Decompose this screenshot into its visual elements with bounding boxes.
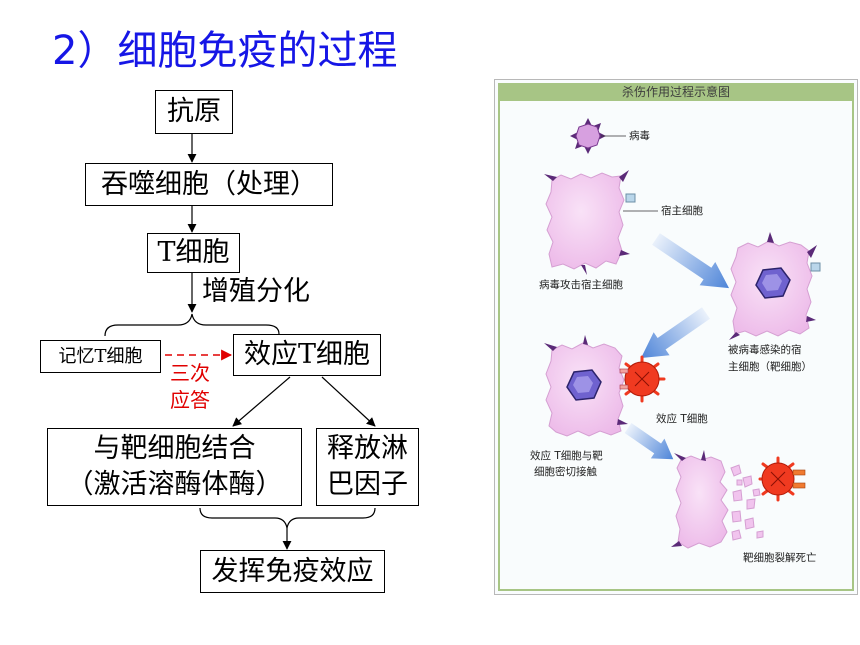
virus-icon bbox=[570, 118, 606, 154]
phagocyte-label: 吞噬细胞（处理） bbox=[101, 168, 317, 200]
target-cell-contact bbox=[544, 335, 628, 437]
release-lymphokine-box: 释放淋 巴因子 bbox=[316, 428, 419, 506]
bind-target-line-2: （激活溶酶体酶） bbox=[66, 469, 283, 500]
infected-target-cell bbox=[729, 232, 817, 340]
effector-t-cell-label: 效应T细胞 bbox=[243, 339, 370, 370]
virus-label: 病毒 bbox=[629, 130, 650, 142]
effector-t-cell-box: 效应T细胞 bbox=[233, 334, 381, 376]
arrow-effector-to-release bbox=[321, 376, 376, 427]
process-arrow-2 bbox=[641, 307, 710, 358]
secondary-response-line-1: 三次 bbox=[170, 361, 210, 385]
memory-t-cell-box: 记忆T细胞 bbox=[40, 340, 161, 373]
release-lymphokine-line-2: 巴因子 bbox=[327, 469, 408, 500]
process-arrow-3 bbox=[624, 423, 674, 460]
effector-t-cell-released bbox=[758, 456, 806, 502]
t-cell-label: T细胞 bbox=[157, 237, 230, 268]
contact-label-line-1: 效应 T细胞与靶 bbox=[530, 450, 603, 462]
t-cell-box: T细胞 bbox=[147, 233, 240, 273]
effector-t-cell-attached bbox=[619, 355, 666, 403]
effector-t-cell-label: 效应 T细胞 bbox=[656, 413, 708, 425]
proliferation-label: 增殖分化 bbox=[202, 276, 310, 307]
host-cell bbox=[544, 170, 630, 275]
arrow-effector-to-bind-target bbox=[232, 376, 291, 427]
killing-process-illustration: 杀伤作用过程示意图 bbox=[494, 79, 858, 595]
process-arrow-1 bbox=[652, 233, 730, 289]
infected-cell-label-line-1: 被病毒感染的宿 bbox=[728, 344, 802, 356]
infected-cell-receptor bbox=[810, 262, 821, 272]
antigen-label: 抗原 bbox=[167, 96, 221, 127]
illustration-header: 杀伤作用过程示意图 bbox=[498, 83, 854, 101]
differentiation-brace bbox=[104, 313, 280, 337]
bind-target-box: 与靶细胞结合 （激活溶酶体酶） bbox=[47, 428, 302, 506]
secondary-response-label: 三次 应答 bbox=[170, 360, 210, 414]
lysed-target-cell bbox=[671, 450, 764, 549]
immune-effect-box: 发挥免疫效应 bbox=[200, 550, 385, 593]
contact-label-line-2: 细胞密切接触 bbox=[534, 466, 597, 478]
slide-title: 2）细胞免疫的过程 bbox=[52, 28, 398, 74]
host-cell-receptor bbox=[625, 193, 636, 203]
release-lymphokine-line-1: 释放淋 bbox=[327, 433, 408, 464]
merge-brace bbox=[199, 507, 376, 529]
secondary-response-line-2: 应答 bbox=[170, 388, 210, 412]
immune-effect-label: 发挥免疫效应 bbox=[211, 555, 374, 587]
memory-t-cell-label: 记忆T细胞 bbox=[58, 345, 143, 367]
illustration-drawing bbox=[544, 118, 821, 549]
phagocyte-box: 吞噬细胞（处理） bbox=[85, 163, 333, 206]
lysis-label: 靶细胞裂解死亡 bbox=[743, 552, 817, 564]
antigen-box: 抗原 bbox=[155, 90, 233, 134]
infected-cell-label-line-2: 主细胞（靶细胞） bbox=[728, 361, 812, 373]
virus-attacks-label: 病毒攻击宿主细胞 bbox=[539, 279, 623, 291]
host-cell-label: 宿主细胞 bbox=[661, 205, 703, 217]
bind-target-line-1: 与靶细胞结合 bbox=[93, 433, 256, 464]
